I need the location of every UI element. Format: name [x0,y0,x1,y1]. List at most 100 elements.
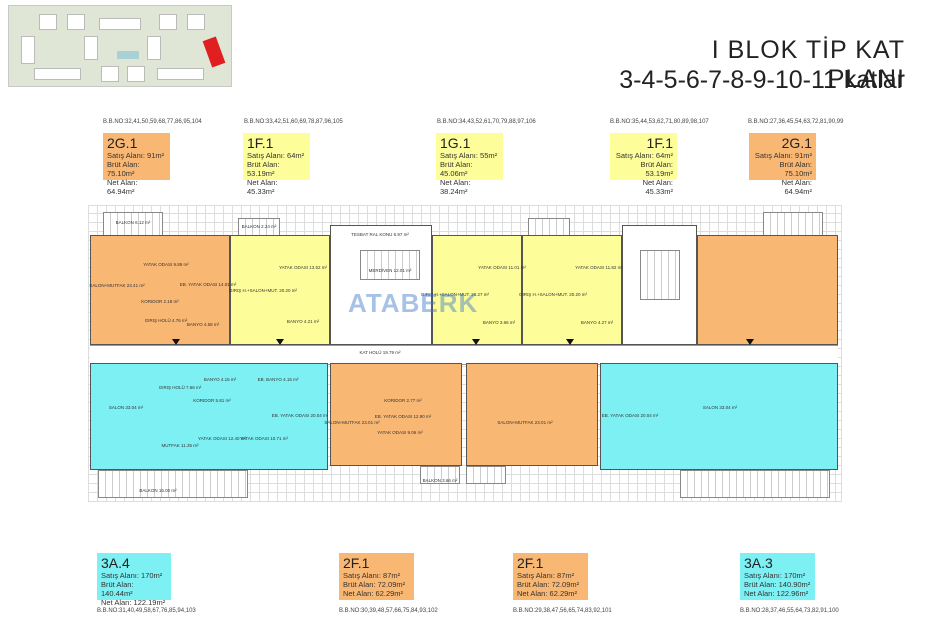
selected-block-marker [202,36,226,68]
atab erk-watermark: ATABERK [348,288,479,318]
room-label: GIRIŞ H.+SALON+MUT. 20.20 m² [228,288,298,293]
net-area: Net Alan: 64.94m² [107,178,138,196]
unit-1f1-right-plan [522,235,622,345]
site-plan-thumbnail [8,5,232,87]
unit-2g1-right-plan [697,235,838,345]
room-label: BANYO 4.27 m² [580,320,614,325]
unit-code: 2F.1 [343,555,370,571]
room-label: MERDİVEN 12.01 m² [368,268,412,273]
gross-area: Brüt Alan: 45.06m² [440,160,473,178]
unit-info-3a4: 3A.4 Satış Alanı: 170m² Brüt Alan: 140.4… [97,553,171,607]
balcony [238,218,280,236]
room-label: GIRIŞ HOLÜ 4.76 m² [144,318,188,323]
bb-numbers: B.B.NO:30,39,48,57,66,75,84,93,102 [339,608,438,614]
plan-floors: 3-4-5-6-7-8-9-10-11 katlar [619,66,905,94]
bb-numbers: B.B.NO:33,42,51,60,69,78,87,96,105 [244,119,343,125]
bb-numbers: B.B.NO:35,44,53,62,71,80,89,98,107 [610,119,709,125]
room-label: EB. YATAK ODASI 20.04 m² [601,413,659,418]
unit-2f1-right-plan [466,363,598,466]
unit-info-2f1-left: 2F.1 Satış Alanı: 87m² Brüt Alan: 72.09m… [339,553,414,600]
net-area: Net Alan: 38.24m² [440,178,471,196]
room-label: SALON 33.04 m² [702,405,738,410]
sale-area: Satış Alanı: 87m² [517,571,575,580]
bb-numbers: B.B.NO:29,38,47,56,65,74,83,92,101 [513,608,612,614]
bb-numbers: B.B.NO:31,40,49,58,67,76,85,94,103 [97,608,196,614]
unit-code: 2G.1 [107,135,138,151]
corridor [90,345,838,365]
gross-area: Brüt Alan: 75.10m² [107,160,140,178]
unit-1f1-left-plan [230,235,330,345]
gross-area: Brüt Alan: 140.44m² [101,580,134,598]
balcony [103,212,163,236]
gross-area: Brüt Alan: 72.09m² [517,580,580,589]
balcony [98,470,248,498]
bb-numbers: B.B.NO:34,43,52,61,70,79,88,97,106 [437,119,536,125]
room-label: EB. YATAK ODASI 14.01 m² [179,282,237,287]
gross-area: Brüt Alan: 140.90m² [744,580,811,589]
staircase [640,250,680,300]
staircase [360,250,420,280]
unit-code: 2G.1 [781,135,812,151]
room-label: EB. YATAK ODASI 12.90 m² [374,414,432,419]
stair-core [330,225,432,345]
room-label: SALON+MUTFAK 23.01 m² [324,420,380,425]
balcony [528,218,570,236]
unit-info-1g1: 1G.1 Satış Alanı: 55m² Brüt Alan: 45.06m… [436,133,503,196]
unit-2g1-left-plan [90,235,230,345]
unit-info-1f1: 1F.1 Satış Alanı: 64m² Brüt Alan: 53.19m… [243,133,310,196]
room-label: MUTFAK 11.35 m² [161,443,199,448]
room-label: BANYO 3.66 m² [482,320,516,325]
room-label: GIRIŞ HOLÜ 7.66 m² [158,385,202,390]
balcony [680,470,830,498]
gross-area: Brüt Alan: 72.09m² [343,580,406,589]
gross-area: Brüt Alan: 75.10m² [779,160,812,178]
room-label: BANYO 4.21 m² [286,319,320,324]
room-label: GIRIŞ H.+SALON+MUT. 20.27 m² [420,292,490,297]
entrance-door-icon [566,339,574,345]
entrance-door-icon [276,339,284,345]
bb-numbers: B.B.NO:28,37,46,55,64,73,82,91,100 [740,608,839,614]
unit-3a3-plan [600,363,838,470]
room-label: KORIDOR 2.77 m² [384,398,422,403]
unit-code: 2F.1 [517,555,544,571]
room-label: YATAK ODASI 9.89 m² [143,262,189,267]
unit-info-3a3: 3A.3 Satış Alanı: 170m² Brüt Alan: 140.9… [740,553,815,600]
sale-area: Satış Alanı: 170m² [744,571,806,580]
unit-code: 3A.4 [101,555,130,571]
unit-info-2f1-right: 2F.1 Satış Alanı: 87m² Brüt Alan: 72.09m… [513,553,588,600]
sale-area: Satış Alanı: 64m² [615,151,673,160]
unit-code: 1F.1 [247,135,274,151]
unit-1g1-plan [432,235,522,345]
room-label: BANYO 4.58 m² [186,322,220,327]
room-label: YATAK ODASI 11.82 m² [575,265,623,270]
room-label: YATAK ODASI 10.71 m² [239,436,289,441]
net-area: Net Alan: 122.96m² [744,589,809,598]
gross-area: Brüt Alan: 53.19m² [640,160,673,178]
bb-numbers: B.B.NO:32,41,50,59,68,77,86,95,104 [103,119,202,125]
bb-numbers: B.B.NO:27,36,45,54,63,72,81,90,99 [748,119,844,125]
unit-code: 1G.1 [440,135,471,151]
room-label: EB. BANYO 4.15 m² [257,377,299,382]
unit-info-2g1: 2G.1 Satış Alanı: 91m² Brüt Alan: 75.10m… [103,133,170,196]
room-label: BALKON 3.66 m² [422,478,458,483]
sale-area: Satış Alanı: 91m² [107,151,165,160]
unit-3a4-plan [90,363,328,470]
room-label: YATAK ODASI 12.40 m² [197,436,247,441]
room-label: TESBAT RAL KONU 6.97 m² [351,232,409,237]
room-label: GIRIŞ H.+SALON+MUT. 20.20 m² [518,292,588,297]
sale-area: Satış Alanı: 55m² [440,151,498,160]
room-label: KAT HOLÜ 19.79 m² [359,350,401,355]
pool [117,51,139,59]
sale-area: Satış Alanı: 91m² [754,151,812,160]
sale-area: Satış Alanı: 64m² [247,151,305,160]
room-label: BANYO 4.15 m² [203,377,237,382]
net-area: Net Alan: 122.19m² [101,598,166,607]
unit-2f1-left-plan [330,363,462,466]
plan-title: I BLOK TİP KAT PLANI [711,36,905,93]
room-label: YATAK ODASI 13.52 m² [278,265,328,270]
room-label: SALON+MUTFAK 23.41 m² [89,283,145,288]
unit-info-1f1-right: 1F.1 Satış Alanı: 64m² Brüt Alan: 53.19m… [610,133,677,196]
room-label: BALKON 2.24 m² [241,224,277,229]
sale-area: Satış Alanı: 170m² [101,571,163,580]
